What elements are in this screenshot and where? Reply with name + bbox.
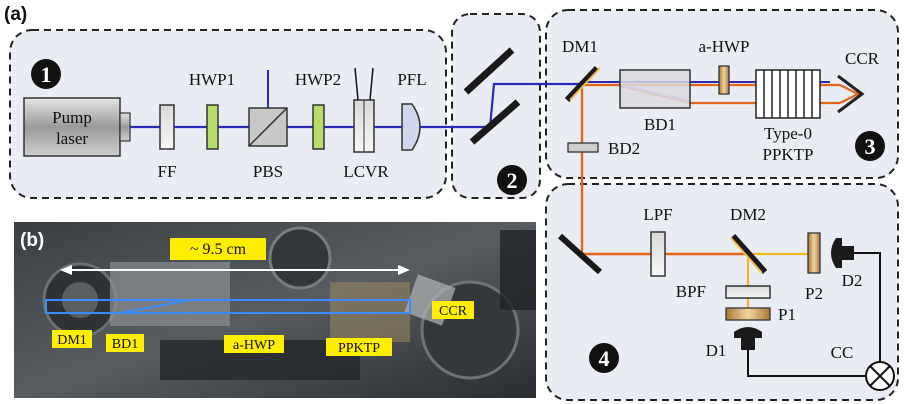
- cc-unit: [865, 361, 895, 391]
- pbs-label: PBS: [253, 162, 283, 181]
- stage-2-badge: [497, 165, 527, 195]
- d1-label: D1: [706, 341, 727, 360]
- photo-bd1-label: BD1: [112, 337, 138, 352]
- hwp1-label: HWP1: [189, 70, 235, 89]
- photo-ppktp-label: PPKTP: [338, 341, 380, 356]
- panel-a-tag: (a): [4, 4, 27, 25]
- hwp1: [206, 104, 219, 150]
- stage-4-number: 4: [599, 346, 610, 371]
- lcvr-wire-right: [369, 67, 374, 101]
- photo-dm1-label: DM1: [57, 333, 87, 348]
- bpf-label: BPF: [676, 282, 706, 301]
- bd1-label: BD1: [644, 115, 676, 134]
- bpf-filter: [725, 285, 771, 299]
- dm1-mirror: [564, 65, 600, 103]
- photo-dm1-bg: [52, 330, 92, 348]
- d2-label: D2: [842, 271, 863, 290]
- dm1-label: DM1: [562, 37, 598, 56]
- p2-polarizer: [807, 232, 821, 274]
- panel-b-tag: (b): [20, 230, 44, 251]
- p1-polarizer: [725, 307, 771, 321]
- ccr-label: CCR: [845, 49, 880, 68]
- photo-ppktp-bg: [326, 338, 392, 356]
- dm2-coating: [730, 237, 763, 274]
- photo-ahwp-label: a-HWP: [233, 338, 275, 353]
- d2-cable: [854, 252, 881, 362]
- pbs-diagonal: [248, 107, 288, 147]
- signal-beam-turn: [839, 84, 861, 104]
- ppktp-crystal: [755, 69, 821, 119]
- d1-detector-body: [741, 338, 755, 350]
- photo-beam-walkoff: [119, 299, 191, 314]
- a-hwp: [718, 65, 730, 95]
- pump-beam: [130, 82, 580, 129]
- type0-label: Type-0: [764, 124, 812, 143]
- ccr-reflector: [837, 74, 865, 114]
- ff-filter: [159, 104, 175, 150]
- a-hwp-label: a-HWP: [699, 37, 750, 56]
- photo-bd1-bg: [106, 334, 144, 352]
- stage4-mirror: [557, 233, 603, 275]
- scale-arrow-right-head: [398, 265, 410, 275]
- bd1-crystal: [619, 69, 691, 109]
- dm2-mirror: [730, 234, 768, 274]
- lpf-label: LPF: [643, 205, 672, 224]
- stage-3-number: 3: [865, 134, 876, 159]
- photo-ahwp-bg: [224, 335, 284, 353]
- periscope-mirror-top: [463, 47, 515, 95]
- p1-label: P1: [778, 305, 796, 324]
- photo-ccr-label: CCR: [439, 304, 468, 319]
- d1-detector: [734, 327, 762, 338]
- d2-detector-body: [842, 246, 854, 260]
- ff-label: FF: [158, 162, 177, 181]
- bd2-label: BD2: [608, 139, 640, 158]
- stage-2-box: [451, 13, 541, 199]
- d2-detector: [831, 238, 842, 268]
- pump-laser: [23, 97, 121, 157]
- lcvr-wire-left: [354, 67, 359, 101]
- lcvr-label: LCVR: [343, 162, 389, 181]
- photo-ccr-bg: [432, 301, 474, 319]
- dm2-label: DM2: [730, 205, 766, 224]
- bd2-plate: [567, 142, 599, 153]
- periscope-mirror-bottom: [469, 99, 521, 145]
- cc-label: CC: [831, 343, 854, 362]
- hwp2-label: HWP2: [295, 70, 341, 89]
- dm1-coating: [569, 67, 601, 101]
- scale-label: ~ 9.5 cm: [190, 241, 247, 258]
- stage-1-badge: [31, 59, 61, 89]
- d1-cable: [747, 350, 866, 377]
- pump-label-line2: laser: [56, 129, 88, 148]
- stage-4-badge: [589, 343, 619, 373]
- scale-label-bg: [170, 238, 266, 260]
- pfl-lens: [401, 103, 421, 151]
- hwp2: [312, 104, 325, 150]
- stage-2-number: 2: [507, 168, 518, 193]
- p2-label: P2: [805, 284, 823, 303]
- pump-label-line1: Pump: [52, 108, 92, 127]
- stage-1-number: 1: [41, 62, 52, 87]
- stage-3-badge: [855, 131, 885, 161]
- pump-laser-aperture: [119, 112, 131, 142]
- scale-arrow-left-head: [60, 265, 72, 275]
- pfl-label: PFL: [397, 70, 426, 89]
- lpf-filter: [650, 231, 666, 277]
- ppktp-label: PPKTP: [762, 145, 813, 164]
